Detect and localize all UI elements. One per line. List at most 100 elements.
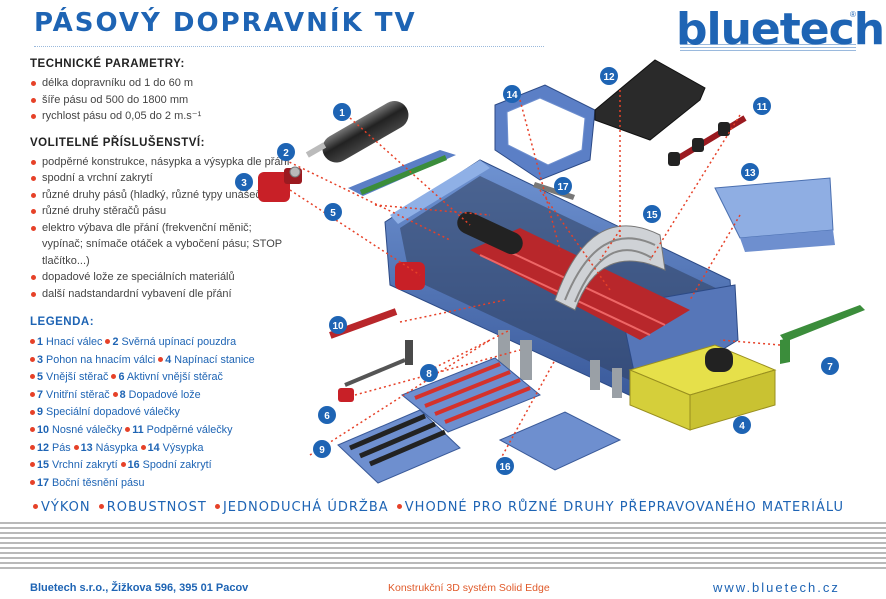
bluetech-logo: bluetech: [676, 4, 885, 55]
legend-item-2: 2 Svěrná upínací pouzdra: [105, 336, 236, 348]
bullet-dot: [30, 427, 35, 433]
legend-text: Pohon na hnacím válci: [46, 353, 156, 366]
cad-system-note: Konstrukční 3D systém Solid Edge: [388, 582, 550, 594]
part-special-rollers: [337, 409, 461, 484]
badge-1: [333, 103, 351, 121]
badge-13: [741, 163, 759, 181]
part-bottom-cover: [498, 411, 622, 471]
legend-text: Výsypka: [162, 441, 204, 454]
slogan-dot: [214, 504, 220, 509]
legend-text: Nosné válečky: [52, 423, 123, 436]
tech-params-heading: TECHNICKÉ PARAMETRY:: [30, 58, 185, 70]
legend-number: 11: [132, 423, 144, 436]
badge-2: [277, 143, 295, 161]
badge-9: [313, 440, 331, 458]
badge-17-label: 17: [557, 182, 569, 193]
param-item: délka dopravníku od 1 do 60 m: [30, 75, 295, 92]
legend-number: 2: [112, 336, 119, 348]
badge-5: [324, 203, 342, 221]
badge-7-label: 7: [827, 362, 833, 373]
legend-text: Hnací válec: [46, 336, 103, 348]
bullet-dot: [30, 374, 35, 380]
legend-text: Podpěrné válečky: [146, 423, 233, 436]
legend-text: Spodní zakrytí: [142, 459, 212, 472]
legend-item-6: 6 Aktivní vnější stěrač: [111, 371, 223, 384]
bullet-dot: [158, 356, 164, 362]
badge-16: [496, 457, 514, 475]
legend-number: 3: [37, 353, 44, 366]
slogan-dot: [396, 504, 402, 509]
logo-underline-stripes: [680, 44, 856, 52]
bullet-dot: [30, 339, 35, 345]
bullet-dot: [105, 339, 111, 345]
legend-number: 9: [37, 406, 44, 419]
accessory-item: spodní a vrchní zakrytí: [30, 170, 295, 187]
motor-installed: [395, 262, 425, 290]
tension-station: [628, 344, 777, 431]
badge-10: [329, 316, 347, 334]
company-address: Bluetech s.r.o., Žižkova 596, 395 01 Pac…: [30, 582, 249, 594]
badge-9-label: 9: [319, 445, 325, 456]
legend-number: 1: [37, 336, 44, 348]
badge-17: [554, 177, 572, 195]
badge-13-label: 13: [744, 168, 756, 179]
part-clamp-bushing: [289, 166, 301, 178]
part-discharge-chute: [494, 84, 596, 181]
part-internal-scraper: [780, 305, 865, 364]
legend-text: Speciální dopadové válečky: [46, 406, 180, 419]
slogan-item: VHODNÉ PRO RŮZNÉ DRUHY PŘEPRAVOVANÉHO MA…: [404, 500, 845, 515]
legend-item-17: 17 Boční těsnění pásu: [30, 477, 144, 489]
tech-params-list: délka dopravníku od 1 do 60 m šíře pásu …: [30, 75, 295, 125]
badge-4-label: 4: [739, 421, 745, 432]
accessory-item: různé druhy pásů (hladký, různé typy uná…: [30, 187, 295, 204]
bullet-dot: [30, 479, 35, 485]
legend-item-13: 13 Násypka: [73, 442, 138, 454]
accessory-item: různé druhy stěračů pásu: [30, 203, 295, 220]
accessory-item: další nadstandardní vybavení dle přání: [30, 286, 295, 303]
slogan-item: JEDNODUCHÁ ÚDRŽBA: [222, 500, 389, 515]
legend-heading: LEGENDA:: [30, 316, 95, 328]
legend-text: Svěrná upínací pouzdra: [121, 336, 237, 348]
legend-item-8: 8 Dopadové lože: [112, 388, 201, 401]
badge-4: [733, 416, 751, 434]
legend-text: Dopadové lože: [128, 388, 201, 401]
legend-item-16: 16 Spodní zakrytí: [120, 459, 212, 472]
slogan-bar: VÝKON ROBUSTNOST JEDNODUCHÁ ÚDRŽBA VHODN…: [30, 500, 844, 515]
badge-16-label: 16: [499, 462, 511, 473]
bullet-dot: [30, 409, 35, 415]
legend-number: 6: [118, 371, 125, 384]
bullet-dot: [73, 444, 79, 450]
slogan-dot: [98, 504, 104, 509]
param-item: šíře pásu od 500 do 1800 mm: [30, 92, 295, 109]
bullet-dot: [30, 444, 35, 450]
website-link[interactable]: www.bluetech.cz: [713, 580, 840, 595]
part-badges: 1 2 3 4 5 6 7 8 9 10 11 12 13 14 15 16 1…: [235, 67, 839, 475]
legend-text: Vnější stěrač: [46, 371, 109, 384]
legend-item-14: 14 Výsypka: [140, 441, 204, 454]
legend-item-1: 1 Hnací válec: [30, 336, 102, 348]
legend-number: 17: [37, 476, 50, 489]
frame-legs: [498, 330, 622, 398]
part-active-scraper: [338, 340, 413, 402]
legend-text: Napínací stanice: [174, 353, 255, 366]
slogan-item: ROBUSTNOST: [106, 500, 207, 515]
legend-number: 10: [37, 423, 50, 436]
legend-item-7: 7 Vnitřní stěrač: [30, 389, 110, 401]
badge-12: [600, 67, 618, 85]
bullet-dot: [30, 462, 35, 468]
spec-column: TECHNICKÉ PARAMETRY: délka dopravníku od…: [30, 58, 295, 492]
legend-text: Vnitřní stěrač: [46, 388, 110, 401]
legend-number: 12: [37, 441, 50, 454]
part-support-rollers: [668, 115, 747, 166]
bullet-dot: [140, 444, 146, 450]
legend-item-12: 12 Pás: [30, 442, 71, 454]
title-divider: [34, 46, 544, 47]
legend-item-15: 15 Vrchní zakrytí: [30, 459, 118, 471]
legend-number: 5: [37, 371, 44, 384]
part-hopper: [714, 177, 835, 252]
bullet-dot: [112, 391, 118, 397]
legend-number: 8: [119, 388, 126, 401]
legend-item-9: 9 Speciální dopadové válečky: [30, 406, 180, 418]
legend-text: Vrchní zakrytí: [52, 459, 118, 472]
badge-14: [503, 85, 521, 103]
